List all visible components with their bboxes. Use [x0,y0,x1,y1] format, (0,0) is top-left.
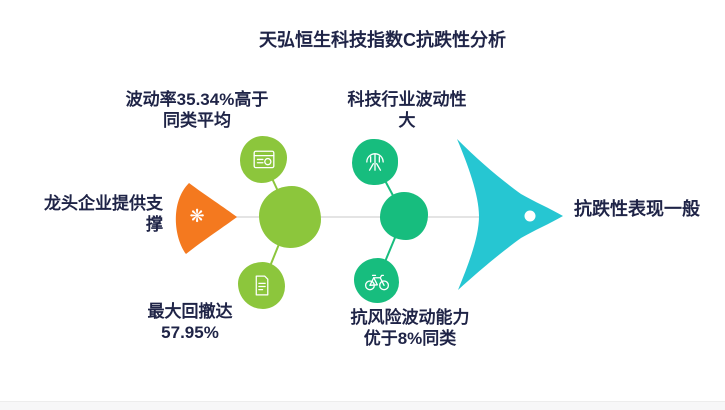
label-top-left: 波动率35.34%高于 同类平均 [87,89,307,131]
label-top-left-line2: 同类平均 [163,111,231,130]
branch-node-bottom-right [354,258,399,303]
branch-node-top-left [240,136,287,183]
label-bottom-left-line1: 最大回撤达 [147,302,233,321]
fish-eye-dot [524,210,536,222]
dome-antenna-icon [366,153,384,171]
center-node-right [380,192,428,240]
center-node-left [259,186,321,248]
fish-head-shape [457,139,563,290]
label-top-right-line2: 大 [398,111,416,130]
label-tail-line1: 龙头企业提供支 [44,194,163,213]
rosette-icon: ❋ [189,206,205,226]
ledger-icon [253,150,274,168]
label-tail: 龙头企业提供支 撑 [18,193,163,235]
label-top-right-line1: 科技行业波动性 [347,90,467,109]
label-top-left-line1: 波动率35.34%高于 [125,90,269,109]
label-tail-line2: 撑 [146,215,163,234]
footer-strip [0,401,725,410]
label-top-right: 科技行业波动性 大 [297,89,517,131]
page-title: 天弘恒生科技指数C抗跌性分析 [259,30,506,50]
bicycle-icon [364,274,389,290]
label-bottom-left-line2: 57.95% [161,323,219,342]
label-bottom-right-line2: 优于8%同类 [363,329,457,348]
label-bottom-left: 最大回撤达 57.95% [80,301,300,343]
fish-head-path [457,139,563,290]
label-head: 抗跌性表现一般 [574,199,700,219]
document-icon [255,275,269,296]
label-bottom-right: 抗风险波动能力 优于8%同类 [300,307,520,349]
branch-node-bottom-left [238,262,285,309]
label-bottom-right-line1: 抗风险波动能力 [350,308,470,327]
branch-node-top-right [352,139,398,185]
